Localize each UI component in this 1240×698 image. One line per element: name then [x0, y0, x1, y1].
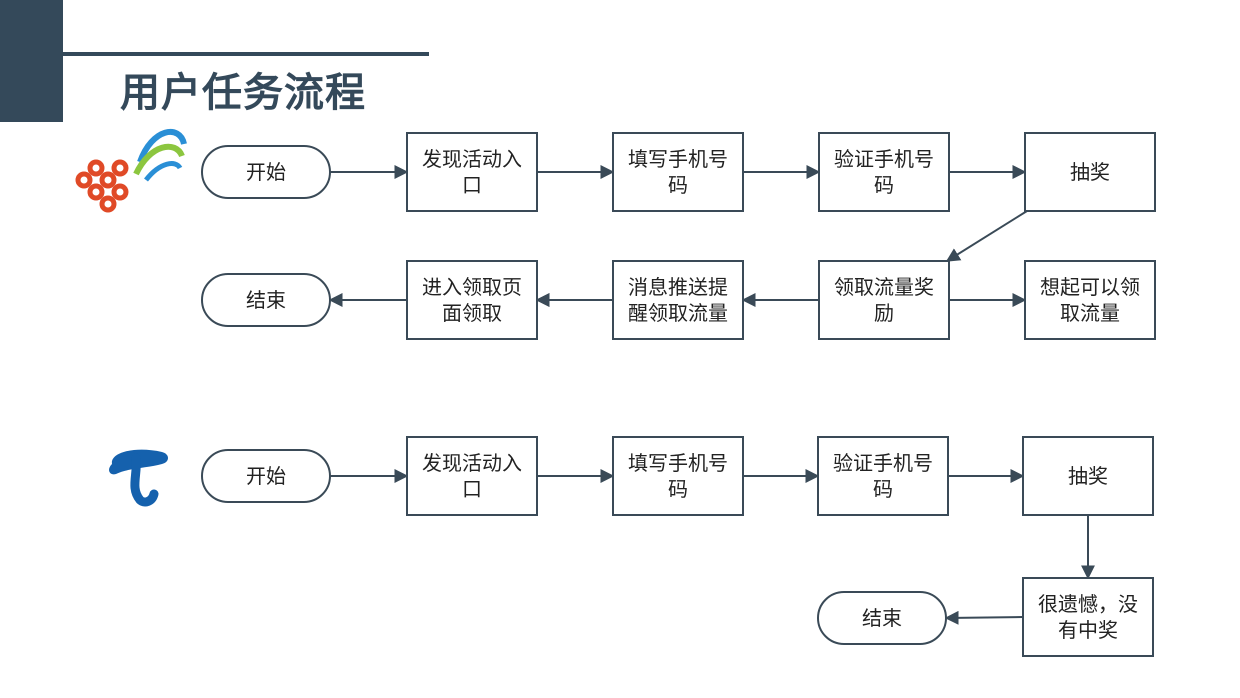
node-label: 发现活动入 [422, 147, 522, 171]
node-label: 抽奖 [1068, 464, 1108, 488]
terminal-shape [201, 145, 331, 199]
terminal-shape [817, 591, 947, 645]
process-box [1024, 132, 1156, 212]
flow-node-start: 开始 [201, 145, 331, 199]
process-box [406, 132, 538, 212]
process-box [818, 132, 950, 212]
node-label: 面领取 [442, 301, 502, 325]
node-label: 码 [668, 477, 688, 501]
node-label: 结束 [862, 606, 902, 630]
flow-arrow-no_prize-to-end [944, 610, 1024, 625]
node-label: 很遗憾，没 [1038, 592, 1138, 616]
node-label: 码 [874, 173, 894, 197]
process-box [1024, 260, 1156, 340]
node-label: 领取流量奖 [834, 275, 934, 299]
process-box [612, 132, 744, 212]
node-label: 开始 [246, 464, 286, 488]
process-box [1022, 577, 1154, 657]
node-label: 验证手机号 [833, 451, 933, 475]
terminal-shape [201, 273, 331, 327]
process-box [406, 436, 538, 516]
node-label: 开始 [246, 160, 286, 184]
node-label: 有中奖 [1058, 618, 1118, 642]
flow-node-lottery: 抽奖 [1022, 436, 1154, 516]
process-box [612, 260, 744, 340]
process-box [817, 436, 949, 516]
node-label: 结束 [246, 288, 286, 312]
node-label: 抽奖 [1070, 160, 1110, 184]
process-box [406, 260, 538, 340]
flow-node-end: 结束 [817, 591, 947, 645]
node-label: 验证手机号 [834, 147, 934, 171]
process-box [818, 260, 950, 340]
flow-node-start: 开始 [201, 449, 331, 503]
terminal-shape [201, 449, 331, 503]
china-mobile-logo [133, 128, 187, 182]
title-rule [63, 52, 429, 56]
node-label: 励 [874, 301, 894, 325]
corner-accent-block [0, 0, 63, 122]
page-title: 用户任务流程 [120, 70, 366, 116]
flow-node-lottery: 抽奖 [1024, 132, 1156, 212]
node-label: 醒领取流量 [628, 301, 728, 325]
node-label: 口 [462, 477, 482, 501]
flow-arrow-lottery-to-claim_reward [945, 210, 1028, 262]
node-label: 码 [668, 173, 688, 197]
process-box [1022, 436, 1154, 516]
process-box [612, 436, 744, 516]
node-label: 消息推送提 [628, 275, 728, 299]
node-label: 发现活动入 [422, 451, 522, 475]
node-label: 取流量 [1060, 301, 1120, 325]
china-unicom-logo [75, 159, 129, 213]
node-label: 填写手机号 [628, 451, 728, 475]
node-label: 进入领取页 [422, 275, 522, 299]
flow-node-end: 结束 [201, 273, 331, 327]
node-label: 码 [873, 477, 893, 501]
node-label: 口 [462, 173, 482, 197]
node-label: 填写手机号 [628, 147, 728, 171]
node-label: 想起可以领 [1040, 275, 1140, 299]
china-telecom-logo [109, 449, 168, 507]
